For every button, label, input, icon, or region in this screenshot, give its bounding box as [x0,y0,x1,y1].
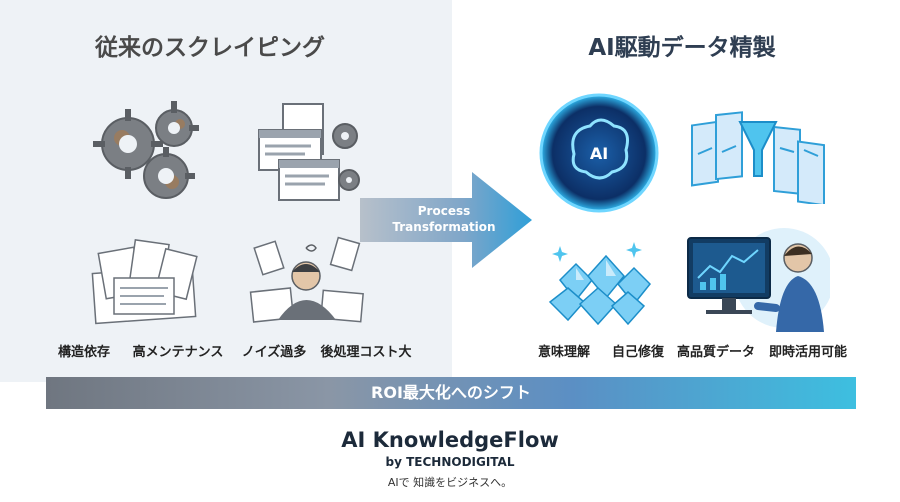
ai-heading: AI駆動データ精製 [588,35,776,61]
brand-tagline: AIで 知識をビジネスへ。 [387,476,513,489]
brand-by: by TECHNODIGITAL [385,455,515,469]
legacy-label-maintenance: 高メンテナンス [132,345,224,360]
roi-shift-bar [46,377,856,409]
document-gears-icon [258,103,360,201]
ai-panel [452,0,900,382]
process-arrow-label: Process Transformation [378,203,510,235]
ai-label-instant: 即時活用可能 [768,345,847,360]
data-funnel-icon [691,111,825,204]
ai-badge-text: AI [590,144,608,163]
rusty-gears-icon [93,101,199,199]
ai-brain-icon: AI [539,93,659,213]
analyst-dashboard-icon [687,228,830,332]
legacy-label-postprocess: 後処理コスト大 [320,345,412,360]
legacy-label-structure: 構造依存 [57,345,110,360]
process-arrow [360,172,532,268]
crystals-icon [548,242,652,326]
ai-label-selfheal: 自己修復 [611,345,664,360]
paper-stack-icon [91,239,198,325]
brand-name: AI KnowledgeFlow [341,428,559,452]
roi-shift-label: ROI最大化へのシフト [371,383,531,402]
arrow-line-1: Process [417,204,471,218]
legacy-heading: 従来のスクレイピング [95,35,325,61]
legacy-label-noise: ノイズ過多 [241,345,307,360]
ai-label-quality: 高品質データ [676,345,755,360]
arrow-line-2: Transformation [392,220,496,234]
stressed-worker-icon [249,236,364,323]
legacy-panel [0,0,452,382]
ai-label-semantic: 意味理解 [537,345,590,360]
